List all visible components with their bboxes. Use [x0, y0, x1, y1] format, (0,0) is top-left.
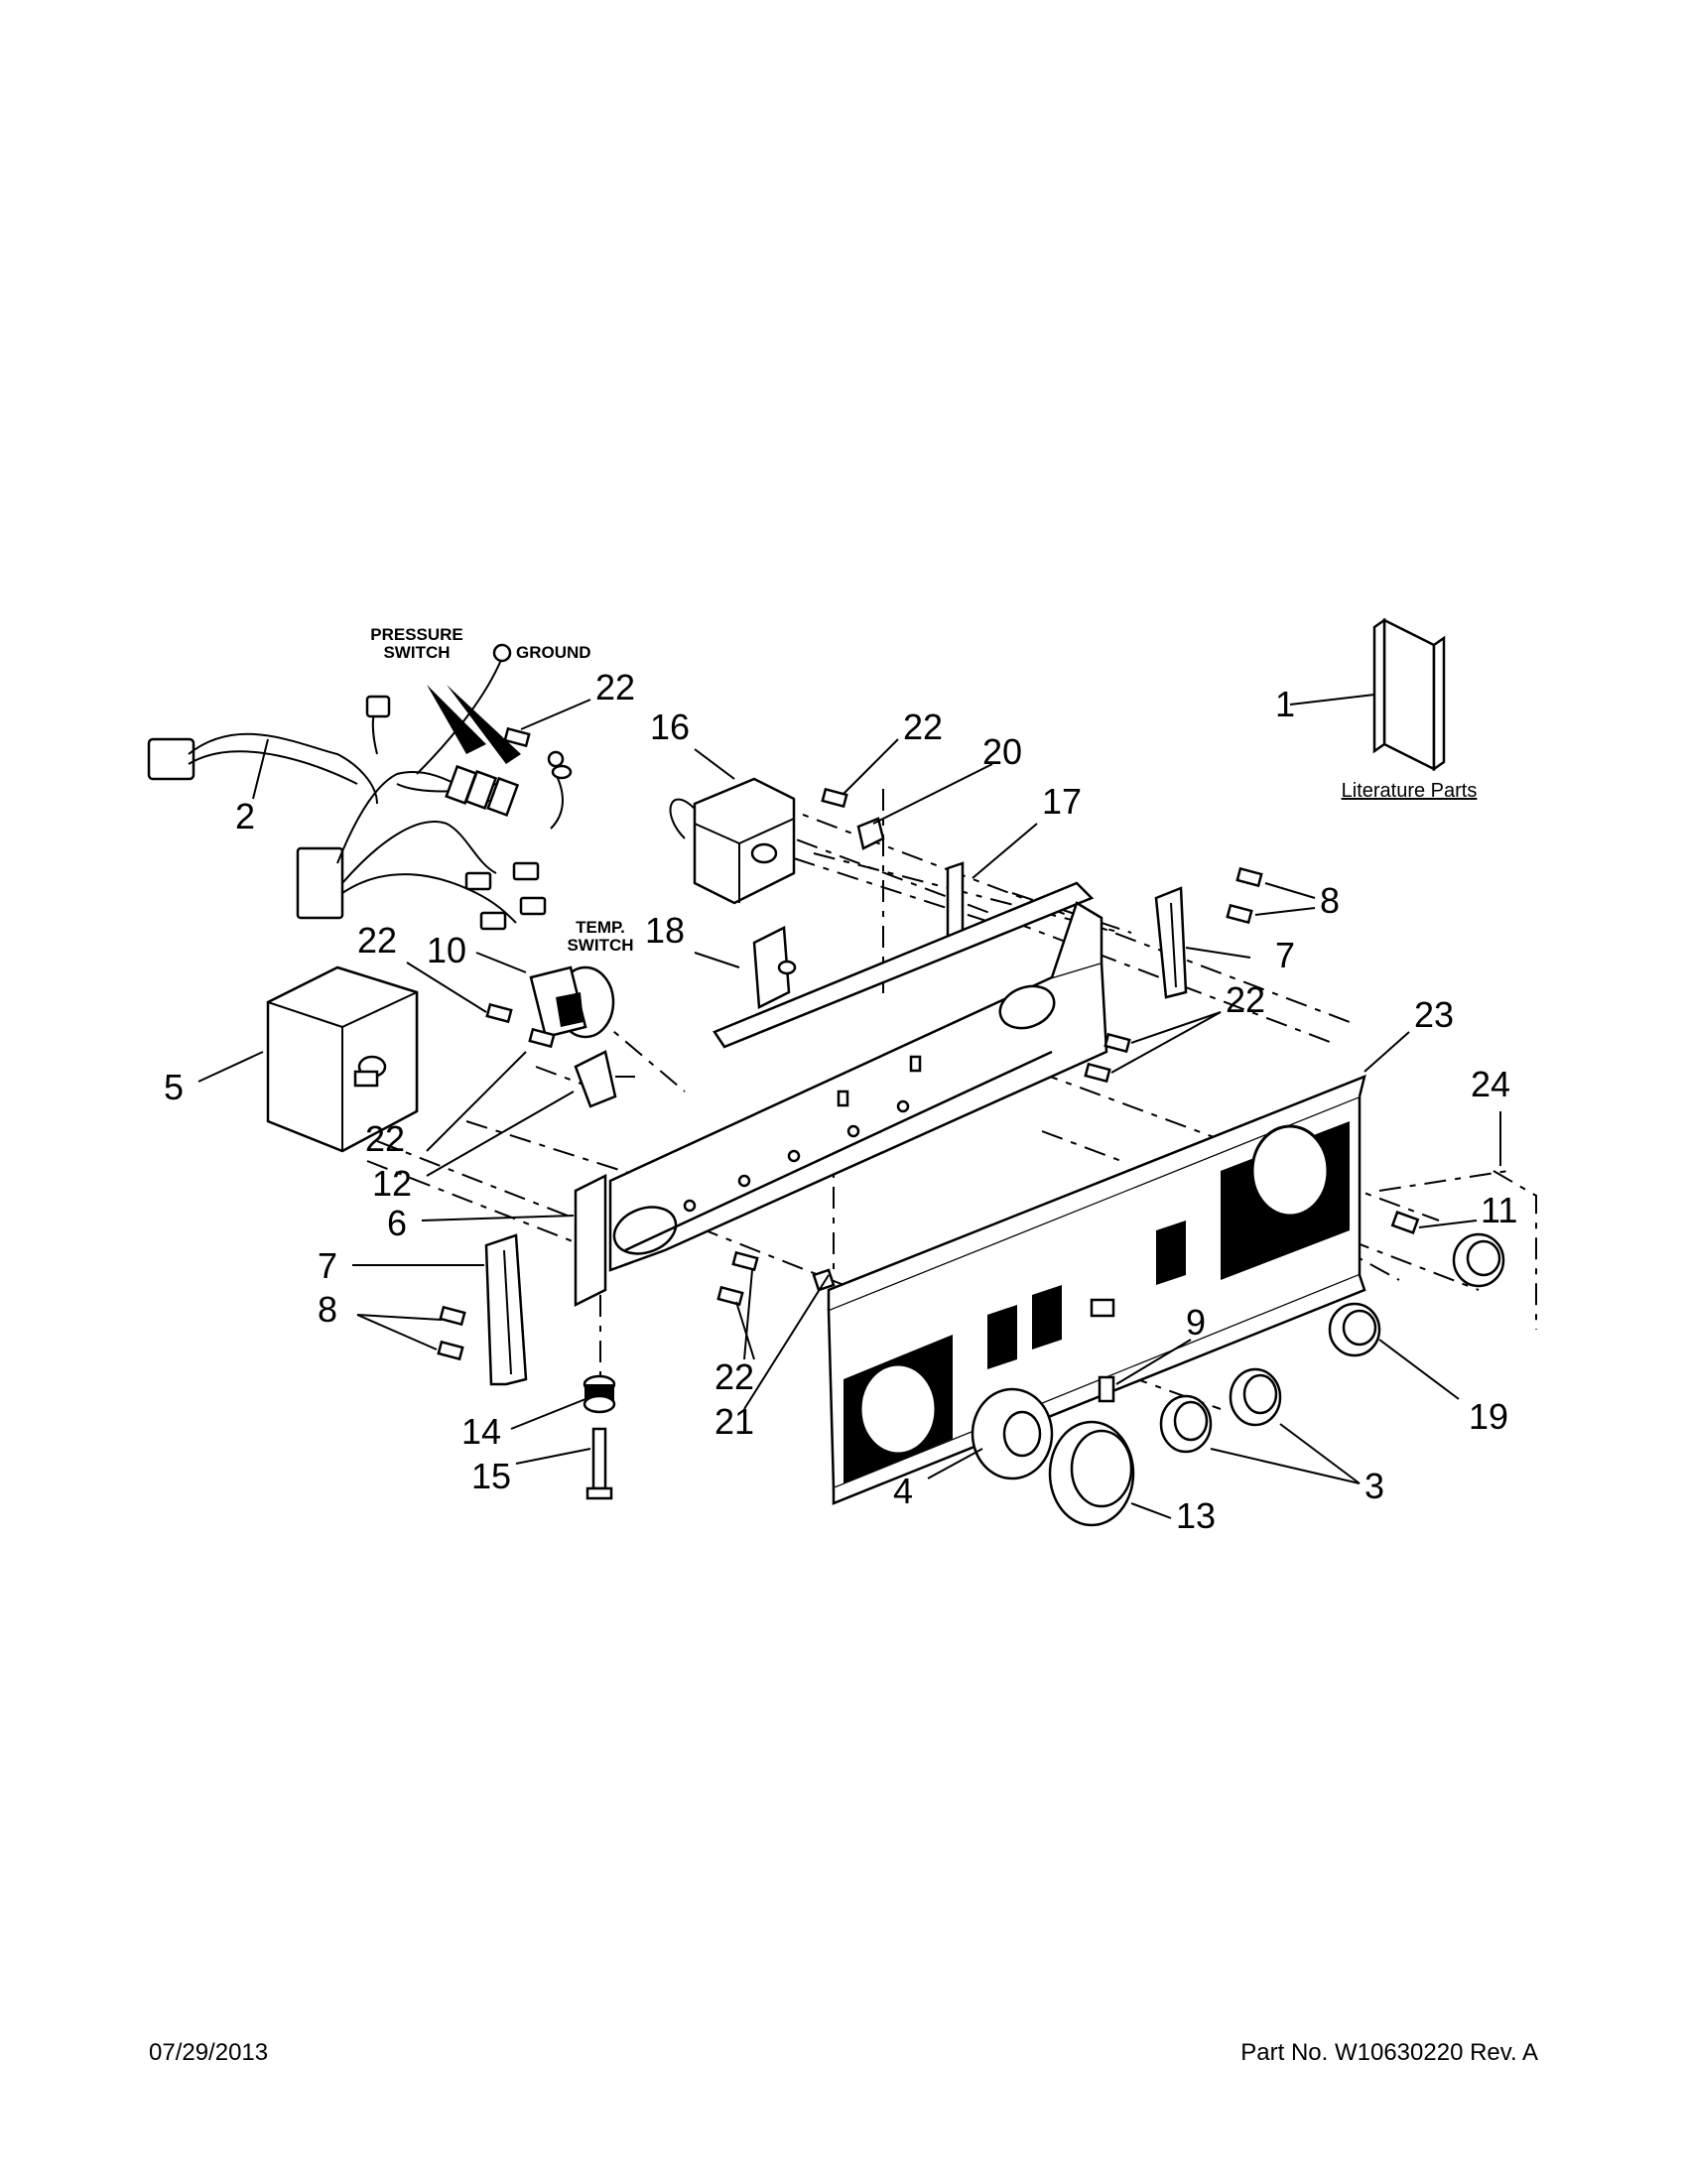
callout-3: 3: [1364, 1466, 1384, 1506]
knob-3-right: [1229, 1367, 1282, 1427]
wire-harness: [147, 643, 573, 931]
knob-3-left: [1159, 1394, 1213, 1454]
console-bracket: [608, 881, 1108, 1272]
pressure-switch-label-2: SWITCH: [383, 643, 450, 662]
callout-14: 14: [461, 1411, 501, 1452]
callout-18: 18: [645, 910, 685, 951]
switch-16: [669, 777, 796, 905]
callout-1: 1: [1275, 684, 1295, 724]
bracket-6: [574, 1173, 607, 1308]
leader-arrows: [197, 694, 1501, 1519]
callout-13: 13: [1176, 1495, 1216, 1536]
screws: [437, 726, 1263, 1403]
callout-15: 15: [471, 1456, 511, 1496]
part-14-grommet: [583, 1374, 616, 1414]
knob-19: [1328, 1302, 1381, 1357]
callout-9: 9: [1186, 1302, 1206, 1343]
callout-17: 17: [1042, 781, 1082, 822]
callout-24: 24: [1471, 1064, 1510, 1104]
temp-switch-label-1: TEMP.: [576, 918, 625, 937]
callout-numbers: 1 2 22 16 22 20 17 8 7 22 23 24 11 19 3 …: [164, 667, 1517, 1536]
callout-7: 7: [318, 1245, 337, 1286]
callout-22: 22: [365, 1118, 405, 1159]
callout-12: 12: [372, 1163, 412, 1204]
clip-11: [1390, 1211, 1420, 1234]
literature-parts-label: Literature Parts: [1342, 780, 1478, 802]
part-12-switch: [574, 1050, 635, 1108]
knob-24: [1452, 1232, 1505, 1288]
callout-8: 8: [1320, 880, 1340, 921]
callout-23: 23: [1414, 994, 1454, 1035]
footer-date: 07/29/2013: [149, 2039, 269, 2066]
footer-part-number: Part No. W10630220 Rev. A: [1240, 2039, 1538, 2066]
knob-13: [1048, 1420, 1135, 1527]
pressure-switch-label-1: PRESSURE: [370, 625, 463, 644]
callout-11: 11: [1481, 1190, 1517, 1230]
callout-6: 6: [387, 1203, 407, 1243]
callout-20: 20: [982, 731, 1022, 772]
ground-label: GROUND: [516, 643, 591, 662]
part-20-clip: [856, 817, 885, 850]
literature-parts-book: [1372, 617, 1446, 772]
callout-4: 4: [893, 1471, 913, 1511]
callout-2: 2: [235, 796, 255, 836]
callout-22: 22: [714, 1356, 754, 1397]
bracket-24-outline: [1492, 1170, 1537, 1330]
callout-16: 16: [650, 707, 690, 747]
callout-7: 7: [1275, 935, 1295, 975]
strip-7-right: [1154, 886, 1188, 999]
temp-switch-10: [529, 965, 615, 1039]
timer-module-5: [266, 965, 419, 1153]
part-18-switch: [752, 926, 797, 1009]
strip-7-left: [484, 1233, 528, 1386]
callout-22: 22: [357, 920, 397, 961]
callout-19: 19: [1469, 1396, 1508, 1437]
temp-switch-label-2: SWITCH: [567, 936, 633, 955]
part-15-screw: [585, 1427, 613, 1500]
callout-22: 22: [903, 707, 943, 747]
callout-22: 22: [1226, 979, 1265, 1020]
callout-22: 22: [595, 667, 635, 707]
knob-4: [971, 1387, 1054, 1480]
callout-5: 5: [164, 1067, 184, 1107]
callout-8: 8: [318, 1289, 337, 1330]
callout-10: 10: [427, 930, 466, 970]
callout-21: 21: [714, 1401, 754, 1442]
